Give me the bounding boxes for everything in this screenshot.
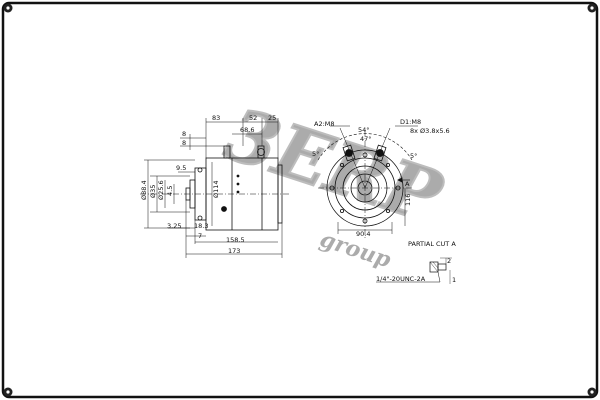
label-a2-m8: A2:M8 (314, 120, 335, 128)
dim-phi-114: Ø114 (212, 180, 220, 198)
cut-dim-side: 1 (452, 276, 456, 284)
dim-9-5: 9.5 (176, 164, 186, 172)
dim-8-a: 8 (182, 130, 186, 138)
angle-54: 54° (358, 126, 370, 134)
dim-phi-35: Ø35 (149, 185, 157, 198)
dim-7: 7 (198, 232, 202, 240)
angle-5-left: 5° (312, 150, 319, 158)
dim-25: 25 (268, 114, 276, 122)
label-d1-m8: D1:M8 (400, 118, 421, 126)
dim-4-5: 4.5 (166, 186, 174, 196)
dim-173: 173 (228, 247, 240, 255)
partial-cut-title: PARTIAL CUT A (408, 240, 456, 248)
end-view-dims: A2:M8 D1:M8 54° 47° 8x Ø3.8x5.6 5° 5° A … (312, 118, 450, 238)
thread-spec: 1/4"-20UNC-2A (376, 275, 426, 283)
cut-dim-top: 2 (447, 257, 451, 265)
corner-screws (3, 3, 597, 397)
dim-68-6: 68.6 (240, 126, 254, 134)
dim-116: 116 (404, 194, 412, 206)
side-view-dims: 83 52 25 68.6 8 8 9.5 Ø88.4 Ø35 Ø25.6 4.… (140, 114, 276, 255)
hole-spec: 8x Ø3.8x5.6 (410, 127, 450, 135)
end-view (317, 125, 418, 238)
dim-90-4: 90.4 (356, 230, 370, 238)
angle-5-right: 5° (410, 152, 417, 160)
dim-83: 83 (212, 114, 220, 122)
partial-cut (376, 257, 452, 284)
partial-cut-text: PARTIAL CUT A 1/4"-20UNC-2A 2 1 (376, 240, 456, 284)
dim-phi-88-4: Ø88.4 (140, 180, 148, 200)
dim-3-25: 3.25 (167, 222, 181, 230)
dim-phi-25-6: Ø25.6 (157, 180, 165, 200)
side-view (140, 118, 290, 258)
dim-158-5: 158.5 (226, 236, 245, 244)
dim-18-3: 18.3 (194, 222, 208, 230)
angle-47: 47° (360, 135, 372, 143)
dim-52: 52 (249, 114, 257, 122)
dim-8-b: 8 (182, 139, 186, 147)
section-a-marker: A (405, 180, 410, 188)
